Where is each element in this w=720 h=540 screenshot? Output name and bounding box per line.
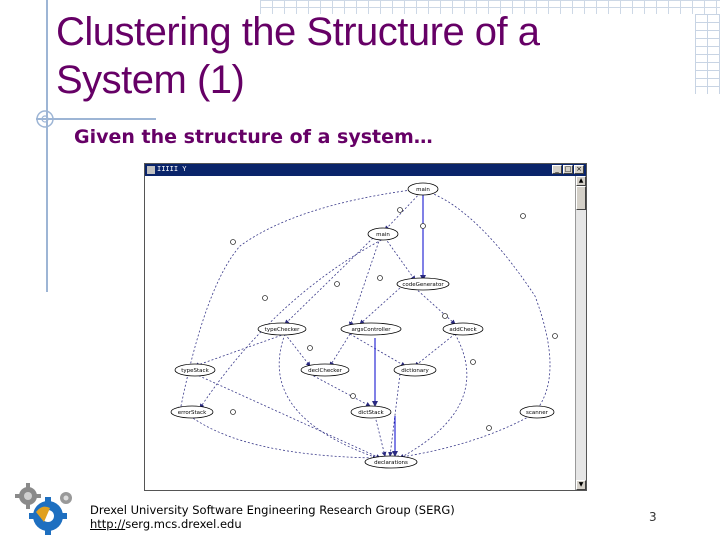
graph-window: IIIII Y _ □ × [144,163,587,491]
edge-marker [442,313,448,319]
edge [394,415,531,460]
module-dependency-graph: main main codeGenerator typeChecker args… [170,182,558,469]
scroll-up-arrow-icon[interactable]: ▲ [576,176,586,186]
edge-marker [486,425,492,431]
crosshair-icon [36,110,54,128]
footer: Drexel University Software Engineering R… [90,503,455,531]
footer-link[interactable]: http://serg.mcs.drexel.edu [90,517,455,531]
graph-node-args-controller: argsController [340,322,402,336]
node-label: argsController [352,327,392,333]
edge [374,415,387,457]
scroll-down-arrow-icon[interactable]: ▼ [576,480,586,490]
window-titlebar[interactable]: IIIII Y _ □ × [145,164,586,176]
graph-node-main: main [407,182,439,196]
graph-node-decl-checker: declChecker [300,363,350,377]
vertical-accent-line [46,0,48,292]
edge-marker [520,213,526,219]
node-label: typeChecker [265,327,300,333]
footer-link-domain[interactable]: serg.mcs.drexel.edu [125,517,242,531]
header-grid-column-decoration [695,14,720,94]
footer-link-prefix[interactable]: http:// [90,517,126,531]
edge [359,287,401,325]
edge [329,333,351,367]
edge-marker [397,207,403,213]
node-label: dictStack [358,410,384,416]
edge-marker [420,223,426,229]
horizontal-accent-line [36,118,156,120]
header-grid-decoration [260,0,720,14]
edge [414,333,456,367]
edge [284,333,311,367]
edge [422,189,551,413]
page-number: 3 [649,510,657,524]
edge-marker [230,239,236,245]
graph-node-type-checker: typeChecker [257,322,307,336]
edge [194,373,381,459]
edge [189,415,378,461]
node-label: addCheck [449,327,477,333]
edge [199,237,386,409]
vertical-scrollbar[interactable]: ▲ ▼ [575,176,586,490]
edge [384,237,416,281]
graph-node-main-2: main [367,227,399,241]
node-label: declarations [374,460,408,466]
serg-logo [15,483,72,535]
edge [414,287,456,325]
edge [384,189,424,231]
graph-node-code-generator: codeGenerator [396,277,450,291]
footer-organization: Drexel University Software Engineering R… [90,503,455,517]
edge [388,373,401,457]
edge-marker [377,275,383,281]
edge-marker [334,281,340,287]
graph-node-scanner: scanner [519,405,555,419]
scroll-thumb[interactable] [576,186,586,210]
node-label: errorStack [178,410,207,416]
maximize-button[interactable]: □ [563,165,573,174]
edge [194,333,286,367]
graph-node-error-stack: errorStack [170,405,214,419]
edge [178,189,412,412]
edge-marker [350,393,356,399]
edge [399,333,468,459]
graph-node-add-check: addCheck [442,322,484,336]
edge-marker [262,295,268,301]
edge-marker [470,359,476,365]
slide-subtitle: Given the structure of a system… [74,126,433,148]
window-icon [147,166,155,174]
edge-marker [230,409,236,415]
node-label: typeStack [181,368,209,374]
edge [349,237,381,327]
node-label: scanner [526,410,549,416]
graph-node-dict-stack: dictStack [350,405,392,419]
node-label: codeGenerator [402,282,444,288]
graph-node-type-stack: typeStack [174,363,216,377]
slide-title: Clustering the Structure of a System (1) [56,10,540,102]
close-button[interactable]: × [574,165,584,174]
node-label: main [416,187,430,193]
edge [278,333,381,460]
node-label: dictionary [401,368,429,374]
edge-marker [552,333,558,339]
graph-node-declarations: declarations [364,455,418,469]
graph-node-dictionary: dictionary [393,363,437,377]
edge [284,237,374,325]
edge [349,333,406,367]
window-title: IIIII Y [157,165,187,173]
edge [309,373,371,407]
node-label: main [376,232,390,238]
node-label: declChecker [308,368,343,374]
minimize-button[interactable]: _ [552,165,562,174]
edge-marker [307,345,313,351]
